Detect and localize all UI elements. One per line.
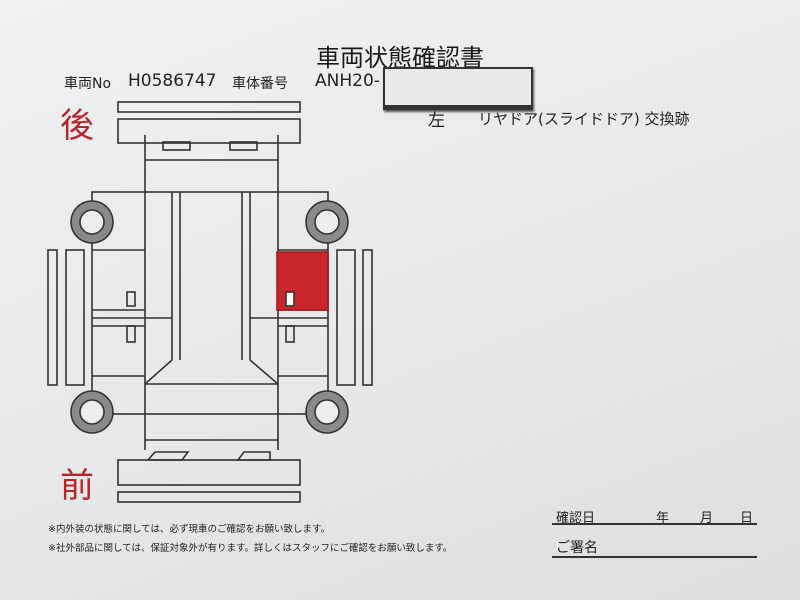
damage-marker-left-rear-door [276,251,329,311]
vehicle-no: H0586747 [128,71,217,91]
rear-label: 後 [60,106,94,146]
door-handles [126,291,295,343]
front-bumper [117,459,301,503]
body-outline [91,190,329,461]
year-label: 年 [656,511,670,526]
redaction-sticker [383,67,533,110]
confirm-date-label: 確認日 [556,511,596,526]
note-2: ※社外部品に関しては、保証対象外が有ります。詳しくはスタッフにご確認をお願い致し… [48,543,453,554]
damage-side: 左 [428,111,445,131]
chassis-value: ANH20- [315,71,380,91]
vehicle-no-label: 車両No [64,76,112,92]
month-label: 月 [700,511,714,526]
rear-bumper [117,101,301,190]
note-1: ※内外装の状態に関しては、必ず現車のご確認をお願い致します。 [48,524,331,535]
front-label: 前 [60,466,94,506]
wheels [70,200,349,434]
day-label: 日 [740,511,754,526]
date-underline [552,523,757,525]
signature-line [552,556,757,558]
damage-note: リヤドア(スライドドア) 交換跡 [478,110,690,128]
side-panels [47,249,373,386]
signature-label: ご署名 [556,540,598,556]
chassis-label: 車体番号 [232,76,288,92]
